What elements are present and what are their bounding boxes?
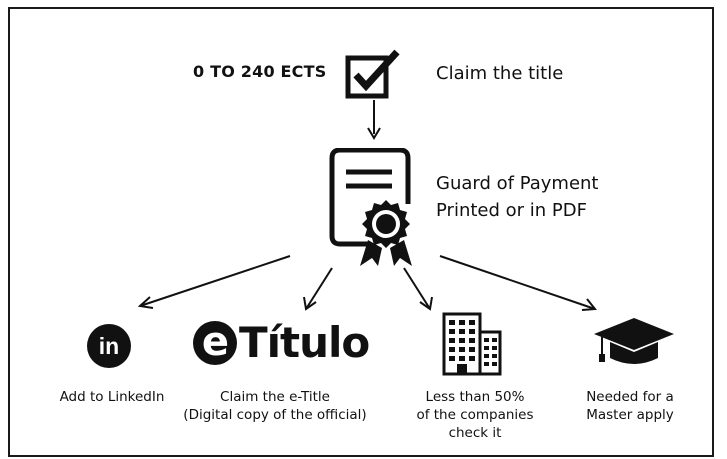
certificate-ribbon-icon bbox=[329, 148, 412, 266]
companies-label-line3: check it bbox=[448, 425, 502, 441]
arrow-down-icon bbox=[367, 100, 381, 140]
etitulo-logo-word: Título bbox=[239, 318, 370, 367]
checkbox-checked-icon bbox=[345, 49, 400, 99]
etitulo-logo-e: e bbox=[193, 320, 237, 365]
claim-title-label: Claim the title bbox=[436, 63, 564, 84]
linkedin-label: Add to LinkedIn bbox=[59, 389, 165, 405]
etitle-label-line2: (Digital copy of the official) bbox=[183, 407, 367, 423]
companies-label: Less than 50% of the companies check it bbox=[410, 388, 540, 442]
diagram-frame bbox=[8, 7, 714, 457]
etitle-label-line1: Claim the e-Title bbox=[220, 389, 330, 405]
companies-label-line2: of the companies bbox=[416, 407, 534, 423]
etitle-label: Claim the e-Title (Digital copy of the o… bbox=[175, 388, 375, 424]
linkedin-icon: in bbox=[87, 324, 131, 368]
linkedin-icon-text: in bbox=[99, 333, 119, 359]
certificate-line1: Guard of Payment bbox=[436, 173, 599, 194]
companies-label-line1: Less than 50% bbox=[425, 389, 525, 405]
arrow-to-linkedin bbox=[139, 255, 291, 307]
arrow-to-master bbox=[439, 255, 596, 310]
master-label-line2: Master apply bbox=[586, 407, 674, 423]
building-icon bbox=[442, 312, 502, 376]
master-label: Needed for a Master apply bbox=[570, 388, 690, 424]
certificate-text: Guard of Payment Printed or in PDF bbox=[436, 170, 599, 224]
master-label-line1: Needed for a bbox=[586, 389, 674, 405]
arrow-to-etitle bbox=[305, 267, 333, 310]
arrow-to-companies bbox=[403, 267, 431, 310]
graduation-cap-icon bbox=[594, 318, 674, 364]
ects-range-label: 0 TO 240 ECTS bbox=[193, 62, 327, 81]
certificate-line2: Printed or in PDF bbox=[436, 200, 587, 221]
